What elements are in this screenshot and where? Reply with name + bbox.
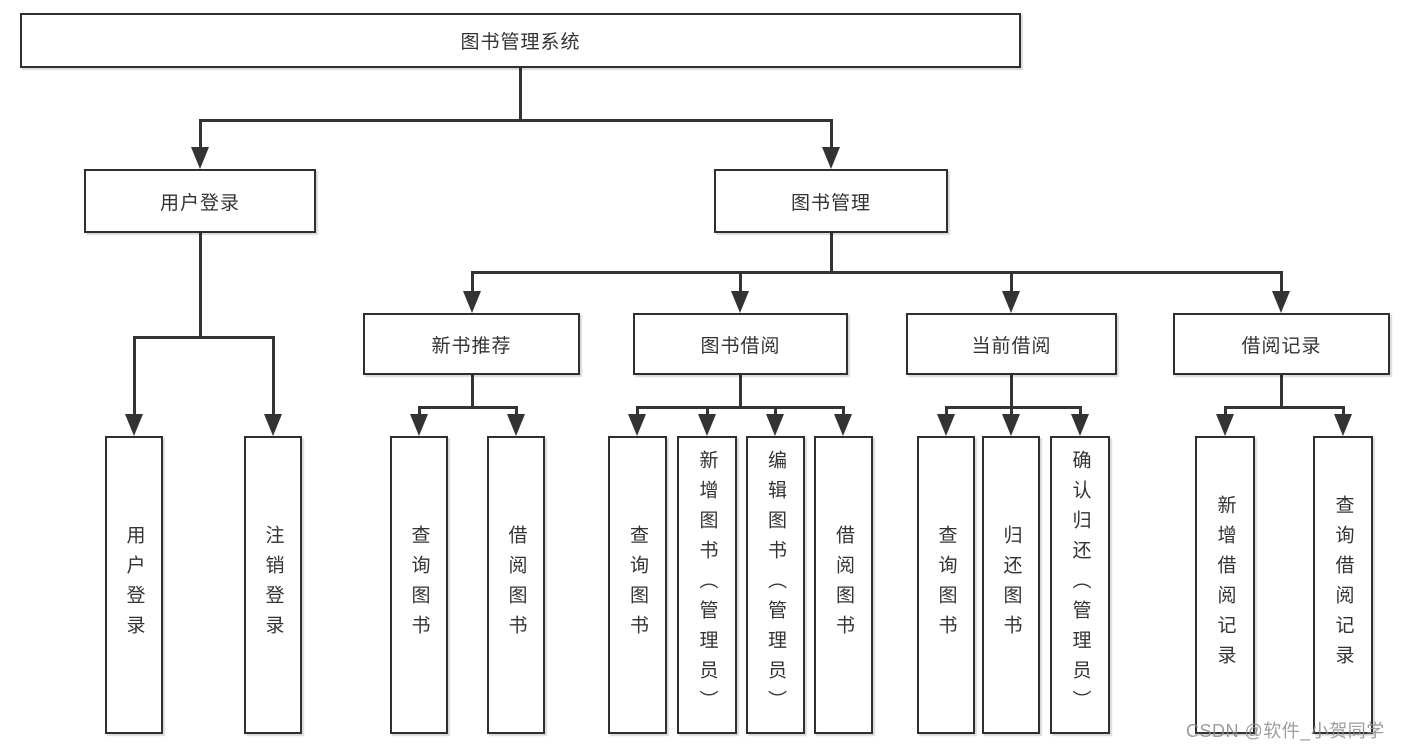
- arrow-down-icon: [628, 414, 646, 436]
- connector-line: [1280, 375, 1283, 407]
- connector-line: [1010, 271, 1013, 293]
- leaf-query-books-current: 查询图书: [917, 436, 975, 734]
- arrow-down-icon: [191, 147, 209, 169]
- connector-line: [133, 336, 274, 339]
- arrow-down-icon: [1002, 414, 1020, 436]
- connector-line: [945, 406, 948, 416]
- arrow-down-icon: [698, 414, 716, 436]
- node-root-system: 图书管理系统: [20, 13, 1021, 68]
- arrow-down-icon: [1216, 414, 1234, 436]
- node-new-book-recommend: 新书推荐: [363, 313, 580, 375]
- connector-line: [706, 406, 709, 416]
- leaf-user-login: 用户登录: [105, 436, 163, 734]
- csdn-watermark: CSDN @软件_小贺同学: [1186, 721, 1385, 741]
- arrow-down-icon: [822, 147, 840, 169]
- connector-line: [945, 406, 1081, 409]
- connector-line: [1079, 406, 1082, 416]
- connector-line: [471, 271, 474, 293]
- leaf-borrow-books-borrowing: 借阅图书: [814, 436, 873, 734]
- connector-line: [515, 406, 518, 416]
- leaf-borrow-books-recommend: 借阅图书: [487, 436, 545, 734]
- connector-line: [774, 406, 777, 416]
- arrow-down-icon: [463, 291, 481, 313]
- connector-line: [418, 406, 421, 416]
- connector-line: [1280, 271, 1283, 293]
- connector-line: [1010, 406, 1013, 416]
- connector-line: [471, 271, 1282, 274]
- connector-line: [739, 271, 742, 293]
- node-current-borrowing: 当前借阅: [906, 313, 1117, 375]
- arrow-down-icon: [1334, 414, 1352, 436]
- arrow-down-icon: [937, 414, 955, 436]
- connector-line: [199, 119, 832, 122]
- node-borrowing-records: 借阅记录: [1173, 313, 1390, 375]
- connector-line: [830, 233, 833, 272]
- arrow-down-icon: [766, 414, 784, 436]
- leaf-add-book-admin: 新增图书（管理员）: [677, 436, 737, 734]
- leaf-add-borrow-record: 新增借阅记录: [1195, 436, 1255, 734]
- arrow-down-icon: [410, 414, 428, 436]
- node-book-borrowing: 图书借阅: [633, 313, 848, 375]
- connector-line: [1342, 406, 1345, 416]
- node-user-login: 用户登录: [84, 169, 316, 233]
- leaf-confirm-return-admin: 确认归还（管理员）: [1050, 436, 1110, 734]
- arrow-down-icon: [507, 414, 525, 436]
- connector-line: [636, 406, 639, 416]
- connector-line: [739, 375, 742, 407]
- connector-line: [842, 406, 845, 416]
- leaf-logout: 注销登录: [244, 436, 302, 734]
- leaf-return-book: 归还图书: [982, 436, 1040, 734]
- leaf-query-borrow-record: 查询借阅记录: [1313, 436, 1373, 734]
- connector-line: [418, 406, 518, 409]
- arrow-down-icon: [264, 414, 282, 436]
- connector-line: [272, 336, 275, 416]
- connector-line: [636, 406, 844, 409]
- arrow-down-icon: [834, 414, 852, 436]
- connector-line: [830, 119, 833, 149]
- connector-line: [1224, 406, 1227, 416]
- arrow-down-icon: [1002, 291, 1020, 313]
- connector-line: [199, 233, 202, 337]
- leaf-query-books-recommend: 查询图书: [390, 436, 448, 734]
- leaf-query-books-borrowing: 查询图书: [608, 436, 667, 734]
- connector-line: [1010, 375, 1013, 407]
- connector-line: [199, 119, 202, 149]
- arrow-down-icon: [731, 291, 749, 313]
- connector-line: [1224, 406, 1344, 409]
- arrow-down-icon: [1272, 291, 1290, 313]
- node-book-management: 图书管理: [714, 169, 948, 233]
- connector-line: [471, 375, 474, 407]
- arrow-down-icon: [125, 414, 143, 436]
- arrow-down-icon: [1071, 414, 1089, 436]
- connector-line: [133, 336, 136, 416]
- connector-line: [519, 68, 522, 120]
- leaf-edit-book-admin: 编辑图书（管理员）: [746, 436, 805, 734]
